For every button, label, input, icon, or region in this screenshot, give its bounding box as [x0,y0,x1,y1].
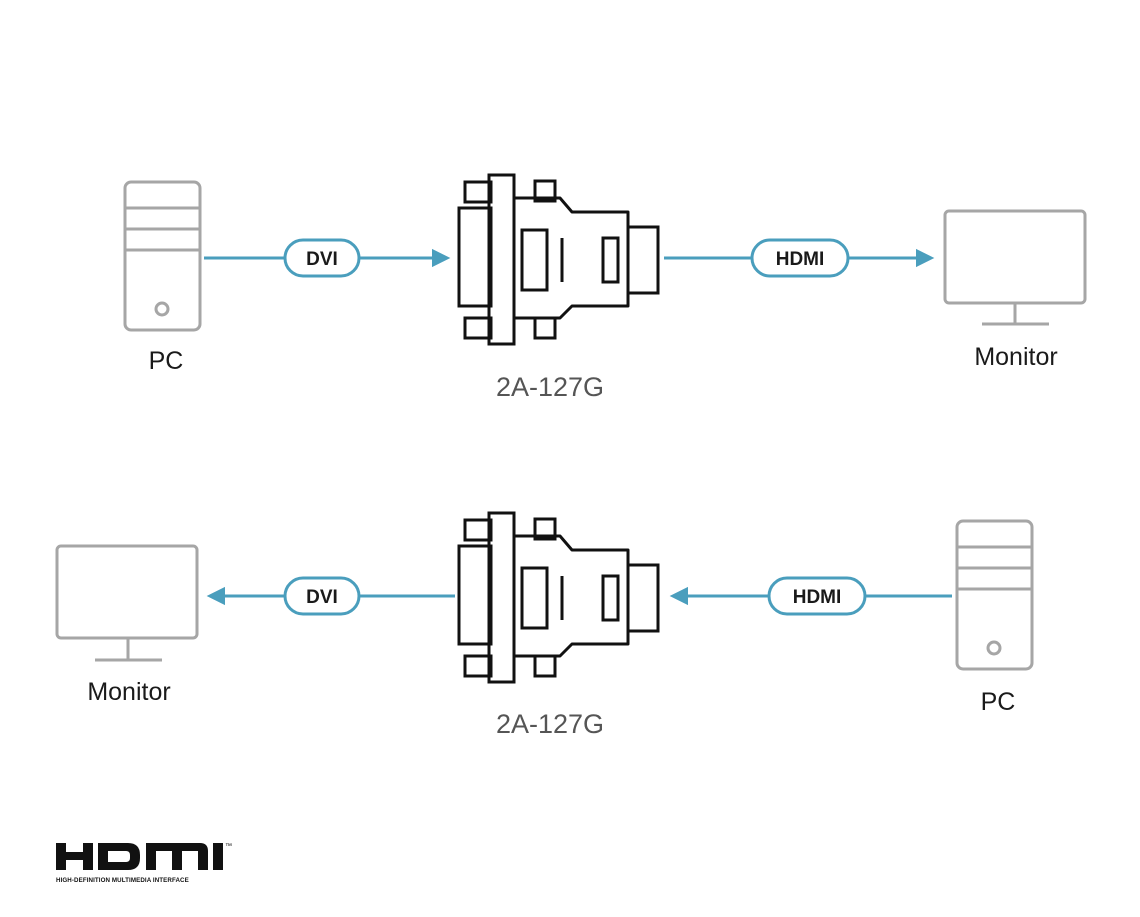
monitor-icon [943,209,1087,326]
adapter-model-label: 2A-127G [496,709,604,739]
hdmi-port-pill: HDMI [750,238,850,278]
pc-label: PC [981,688,1016,716]
monitor-icon [55,544,199,662]
pc-tower-icon [955,519,1034,671]
svg-text:DVI: DVI [306,587,338,608]
svg-text:DVI: DVI [306,249,338,270]
dvi-hdmi-adapter-icon [457,511,660,684]
dvi-port-pill: DVI [283,576,361,616]
top-row: PC DVI 2A-127G HDMI [123,173,1087,402]
monitor-label: Monitor [974,343,1057,371]
hdmi-port-pill: HDMI [767,576,867,616]
monitor-label: Monitor [87,678,170,706]
dvi-port-pill: DVI [283,238,361,278]
adapter-model-label: 2A-127G [496,372,604,402]
hdmi-trademark: ™ [225,843,232,850]
bottom-row: Monitor DVI 2A-127G HDMI [55,511,1034,739]
dvi-hdmi-adapter-icon [457,173,660,346]
hdmi-logo: ™ HIGH-DEFINITION MULTIMEDIA INTERFACE [56,843,232,884]
pc-tower-icon [123,180,202,332]
hdmi-tagline: HIGH-DEFINITION MULTIMEDIA INTERFACE [56,877,189,884]
svg-text:HDMI: HDMI [793,587,842,608]
svg-text:HDMI: HDMI [776,249,825,270]
hdmi-wordmark-icon [56,843,223,870]
pc-label: PC [149,347,184,375]
